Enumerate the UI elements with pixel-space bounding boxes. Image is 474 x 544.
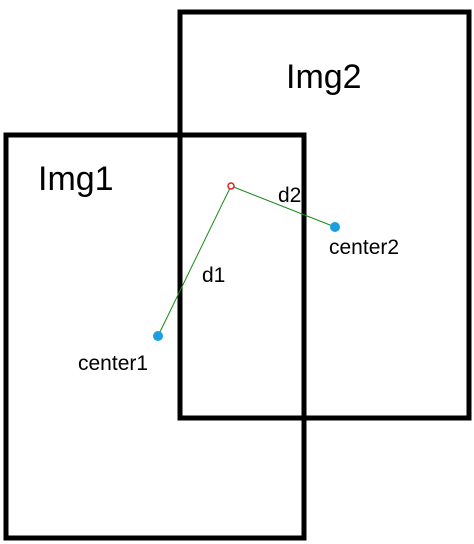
- center1-label: center1: [78, 352, 148, 375]
- img1-label: Img1: [38, 160, 114, 198]
- center2-label: center2: [329, 236, 399, 259]
- img2-box: [177, 9, 472, 421]
- center2-dot: [330, 222, 340, 232]
- d2-line: [230, 185, 336, 228]
- img1-box: [3, 132, 307, 541]
- center1-dot: [153, 331, 163, 341]
- img2-label: Img2: [286, 58, 362, 96]
- d2-label: d2: [278, 184, 301, 207]
- d1-line: [157, 185, 232, 337]
- common-point-marker: [227, 182, 235, 190]
- d1-label: d1: [202, 264, 225, 287]
